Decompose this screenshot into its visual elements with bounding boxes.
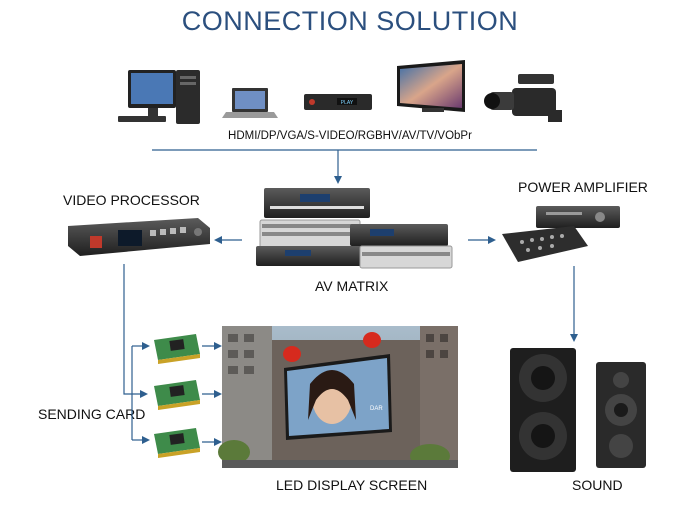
sound-label: SOUND xyxy=(572,477,623,493)
player-display-text: PLAY xyxy=(341,100,354,106)
sending-card-icon xyxy=(154,334,200,364)
screen-caption: DAR xyxy=(370,406,383,412)
page-title: CONNECTION SOLUTION xyxy=(181,6,519,36)
laptop-icon xyxy=(222,88,278,118)
video-camera-icon xyxy=(484,74,562,122)
led-display-label: LED DISPLAY SCREEN xyxy=(276,477,428,493)
input-sources-label: HDMI/DP/VGA/S-VIDEO/RGBHV/AV/TV/VObPr xyxy=(228,130,472,142)
sending-card-icon xyxy=(154,428,200,458)
av-matrix-label: AV MATRIX xyxy=(315,278,389,294)
av-matrix-icon xyxy=(256,188,453,269)
led-display-photo: DAR xyxy=(218,326,458,468)
sending-card-label: SENDING CARD xyxy=(38,406,146,422)
video-processor-label: VIDEO PROCESSOR xyxy=(63,192,200,208)
power-amplifier-icon xyxy=(502,206,620,262)
speaker-icon xyxy=(596,362,646,468)
sending-card-icon xyxy=(154,380,200,410)
television-icon xyxy=(397,60,465,112)
speaker-icon xyxy=(510,348,576,472)
power-amplifier-label: POWER AMPLIFIER xyxy=(518,179,648,195)
desktop-computer-icon xyxy=(118,70,200,124)
media-player-icon: PLAY xyxy=(304,94,372,110)
video-processor-icon xyxy=(68,218,210,256)
arrow-to-sending-cards xyxy=(123,264,148,398)
